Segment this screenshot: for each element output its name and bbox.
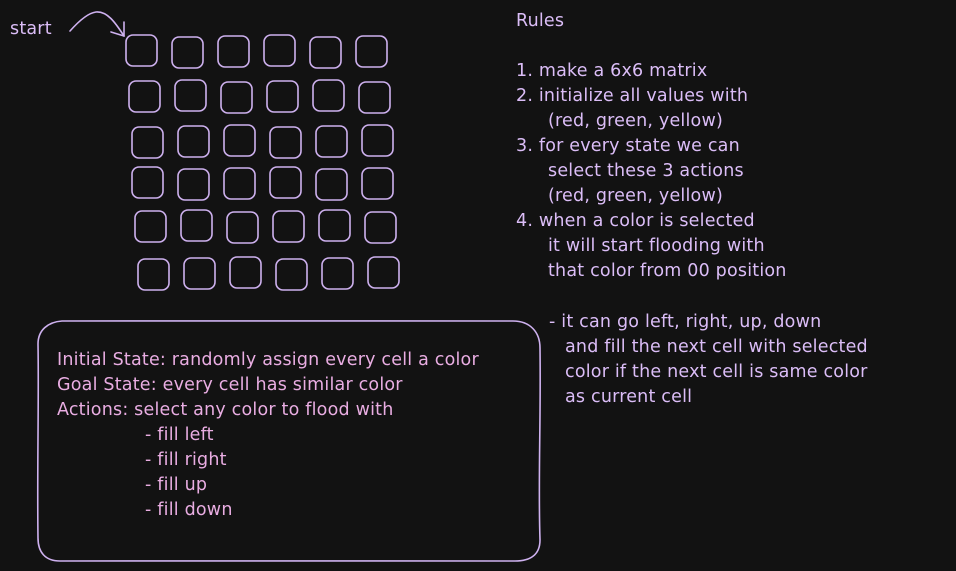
start-label: start <box>10 19 52 39</box>
matrix-cell <box>358 81 391 114</box>
state-box-line: Actions: select any color to flood with <box>57 400 394 420</box>
matrix-cell <box>134 210 167 243</box>
rule-line: (red, green, yellow) <box>548 111 724 131</box>
rule-line: 3. for every state we can <box>516 136 740 156</box>
rule-line: that color from 00 position <box>548 261 787 281</box>
rule-line: it will start flooding with <box>548 236 765 256</box>
start-arrow <box>69 11 125 37</box>
state-box-border <box>36 319 542 563</box>
matrix-cell <box>177 125 210 158</box>
matrix-cell <box>220 81 253 114</box>
matrix-cell <box>177 168 210 201</box>
action-item: - fill down <box>145 500 233 520</box>
matrix-cell <box>180 209 213 242</box>
matrix-cell <box>226 211 259 244</box>
matrix-cell <box>174 79 207 112</box>
matrix-cell <box>229 256 262 289</box>
matrix-cell <box>263 34 296 67</box>
matrix-cell <box>275 258 308 291</box>
matrix-cell <box>266 80 299 113</box>
matrix-cell <box>131 126 164 159</box>
matrix-cell <box>315 125 348 158</box>
matrix-cell <box>355 35 388 68</box>
rule-line: 2. initialize all values with <box>516 86 749 106</box>
matrix-cell <box>223 124 256 157</box>
action-item: - fill left <box>145 425 214 445</box>
matrix-cell <box>137 258 170 291</box>
matrix-cell <box>183 257 216 290</box>
matrix-cell <box>171 36 204 69</box>
matrix-cell <box>361 167 394 200</box>
matrix-cell <box>223 167 256 200</box>
matrix-cell <box>131 166 164 199</box>
matrix-cell <box>315 168 348 201</box>
rule-line: (red, green, yellow) <box>548 186 724 206</box>
matrix-cell <box>321 257 354 290</box>
matrix-cell <box>269 126 302 159</box>
matrix-cell <box>125 34 158 67</box>
rule-note-line: - it can go left, right, up, down <box>549 312 822 332</box>
rule-note-line: as current cell <box>565 387 693 407</box>
matrix-cell <box>269 166 302 199</box>
matrix-grid <box>125 34 400 291</box>
action-item: - fill right <box>145 450 227 470</box>
rule-line: 4. when a color is selected <box>516 211 755 231</box>
matrix-cell <box>318 209 351 242</box>
matrix-cell <box>367 256 400 289</box>
matrix-cell <box>364 211 397 244</box>
rule-note-line: and fill the next cell with selected <box>565 337 868 357</box>
state-box-line: Initial State: randomly assign every cel… <box>57 350 479 370</box>
action-item: - fill up <box>145 475 208 495</box>
rule-note-line: color if the next cell is same color <box>565 362 868 382</box>
rules-title: Rules <box>516 11 565 31</box>
rule-line: 1. make a 6x6 matrix <box>516 61 708 81</box>
matrix-cell <box>128 80 161 113</box>
rule-line: select these 3 actions <box>548 161 744 181</box>
matrix-cell <box>309 36 342 69</box>
matrix-cell <box>217 35 250 68</box>
matrix-cell <box>272 210 305 243</box>
state-box-line: Goal State: every cell has similar color <box>57 375 403 395</box>
matrix-cell <box>361 124 394 157</box>
matrix-cell <box>312 79 345 112</box>
